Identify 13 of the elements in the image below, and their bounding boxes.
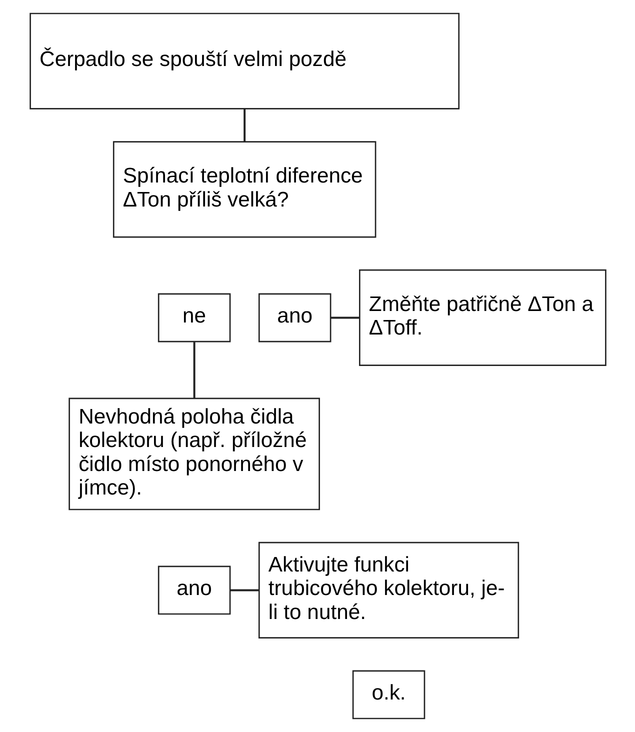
node-box: ano (157, 566, 230, 615)
connector (243, 108, 246, 142)
node-box: o.k. (352, 670, 425, 720)
connector (192, 342, 195, 398)
node-box: Změňte patřičně ΔTon a ΔToff. (358, 269, 606, 366)
connector (330, 316, 360, 319)
connector (230, 589, 258, 592)
node-box: Nevhodná poloha čidla kolektoru (např. příložné čidlo místo ponorného v jímce). (68, 398, 320, 510)
node-box: ne (157, 293, 230, 342)
node-box: ano (258, 293, 331, 342)
node-box: Aktivujte funkci trubicového kolektoru, je-li to nutné. (258, 542, 519, 638)
node-box: Čerpadlo se spouští velmi pozdě (29, 12, 460, 110)
node-box: Spínací teplotní diference ΔTon příliš velká? (112, 141, 376, 238)
